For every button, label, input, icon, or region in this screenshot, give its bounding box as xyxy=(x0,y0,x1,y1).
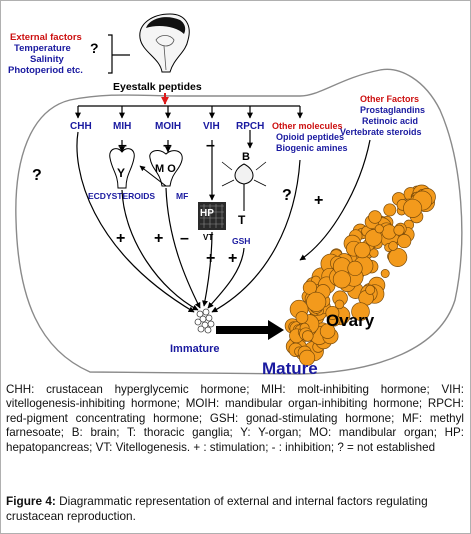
hormone-chh: CHH xyxy=(70,121,92,132)
mature-oocyte xyxy=(347,260,363,277)
mf-label: MF xyxy=(176,191,188,201)
y-organ-label: Y xyxy=(117,166,125,180)
mature-oocyte xyxy=(319,323,336,339)
y-organ-stimulation-sign: + xyxy=(116,230,125,247)
other-factor-retinoic-acid: Retinoic acid xyxy=(362,116,418,126)
figure-label: Figure 4: xyxy=(6,494,56,508)
mature-oocyte xyxy=(299,349,316,366)
hepatopancreas-block xyxy=(198,202,226,230)
gsh-stimulation-sign: + xyxy=(228,250,237,267)
other-factors-title: Other Factors xyxy=(360,94,419,104)
maturation-arrow xyxy=(216,320,284,340)
thoracic-ganglia-box xyxy=(234,211,254,227)
mature-oocyte xyxy=(332,270,351,289)
biogenic-amines: Biogenic amines xyxy=(276,143,348,153)
brain-label: B xyxy=(242,151,250,163)
mature-oocyte xyxy=(334,299,345,310)
mature-oocyte xyxy=(364,229,383,247)
vitellogenesis-label: VT xyxy=(203,233,213,242)
abbreviation-legend: CHH: crustacean hyperglycemic hormone; M… xyxy=(6,383,464,454)
hepatopancreas-label: HP xyxy=(200,208,214,219)
eyestalk-label: Eyestalk peptides xyxy=(113,81,202,93)
mandibular-organ-label: M O xyxy=(155,163,176,175)
figure-caption-text: Diagrammatic representation of external … xyxy=(6,494,428,523)
gsh-label: GSH xyxy=(232,236,250,246)
external-unknown-mark: ? xyxy=(90,40,99,56)
figure-caption: Figure 4: Diagrammatic representation of… xyxy=(6,494,464,523)
mature-oocyte xyxy=(383,203,397,217)
mature-oocyte xyxy=(365,284,376,295)
mature-oocyte xyxy=(325,305,340,320)
mo-stimulation-sign: + xyxy=(154,230,163,247)
external-factor-salinity: Salinity xyxy=(30,54,65,65)
hormone-rpch: RPCH xyxy=(236,121,264,132)
mature-oocyte xyxy=(302,330,314,342)
immature-oocytes xyxy=(194,308,215,334)
mature-oocyte xyxy=(374,224,384,234)
mature-oocyte xyxy=(380,269,390,278)
mature-oocyte xyxy=(397,234,412,249)
mature-label: Mature xyxy=(262,359,318,378)
external-factors-title: External factors xyxy=(10,32,82,43)
mature-oocyte xyxy=(403,198,423,218)
ovary-oocyte-cluster xyxy=(284,184,436,366)
diagram: External factors Temperature Salinity Ph… xyxy=(8,13,463,378)
chh-unknown-mark: ? xyxy=(32,167,42,184)
bracket-external xyxy=(108,34,130,74)
vih-inhibition-sign: – xyxy=(206,137,215,154)
other-factor-prostaglandins: Prostaglandins xyxy=(360,105,425,115)
opioid-peptides: Opioid peptides xyxy=(276,132,344,142)
ecdysteroids-label: ECDYSTEROIDS xyxy=(88,191,155,201)
mandibular-organ-shape xyxy=(149,150,183,187)
mature-oocyte xyxy=(306,291,327,312)
eyestalk-icon xyxy=(139,13,190,73)
hormone-vih: VIH xyxy=(203,121,220,132)
other-factors-stimulation-sign: + xyxy=(314,192,323,209)
immature-label: Immature xyxy=(170,343,220,355)
y-organ-shape xyxy=(109,148,135,189)
mature-oocyte xyxy=(354,241,371,259)
hormone-mih: MIH xyxy=(113,121,131,132)
mature-oocyte xyxy=(388,247,408,267)
other-molecules-unknown-mark: ? xyxy=(282,187,292,204)
ovary-label: Ovary xyxy=(326,311,375,330)
thoracic-ganglia-label: T xyxy=(238,213,246,227)
mature-oocyte xyxy=(388,241,398,251)
other-molecules-title: Other molecules xyxy=(272,121,343,131)
external-factor-temperature: Temperature xyxy=(14,43,71,54)
mature-oocyte xyxy=(393,224,405,236)
mature-oocyte xyxy=(368,210,382,224)
mature-oocyte xyxy=(295,311,309,324)
mature-oocyte xyxy=(351,302,370,321)
body-outline xyxy=(15,68,463,375)
other-factor-vertebrate-steroids: Vertebrate steroids xyxy=(340,127,422,137)
hormone-moih: MOIH xyxy=(155,121,181,132)
external-factor-photoperiod: Photoperiod etc. xyxy=(8,65,83,76)
vih-pathway-minus-sign: – xyxy=(180,230,189,247)
